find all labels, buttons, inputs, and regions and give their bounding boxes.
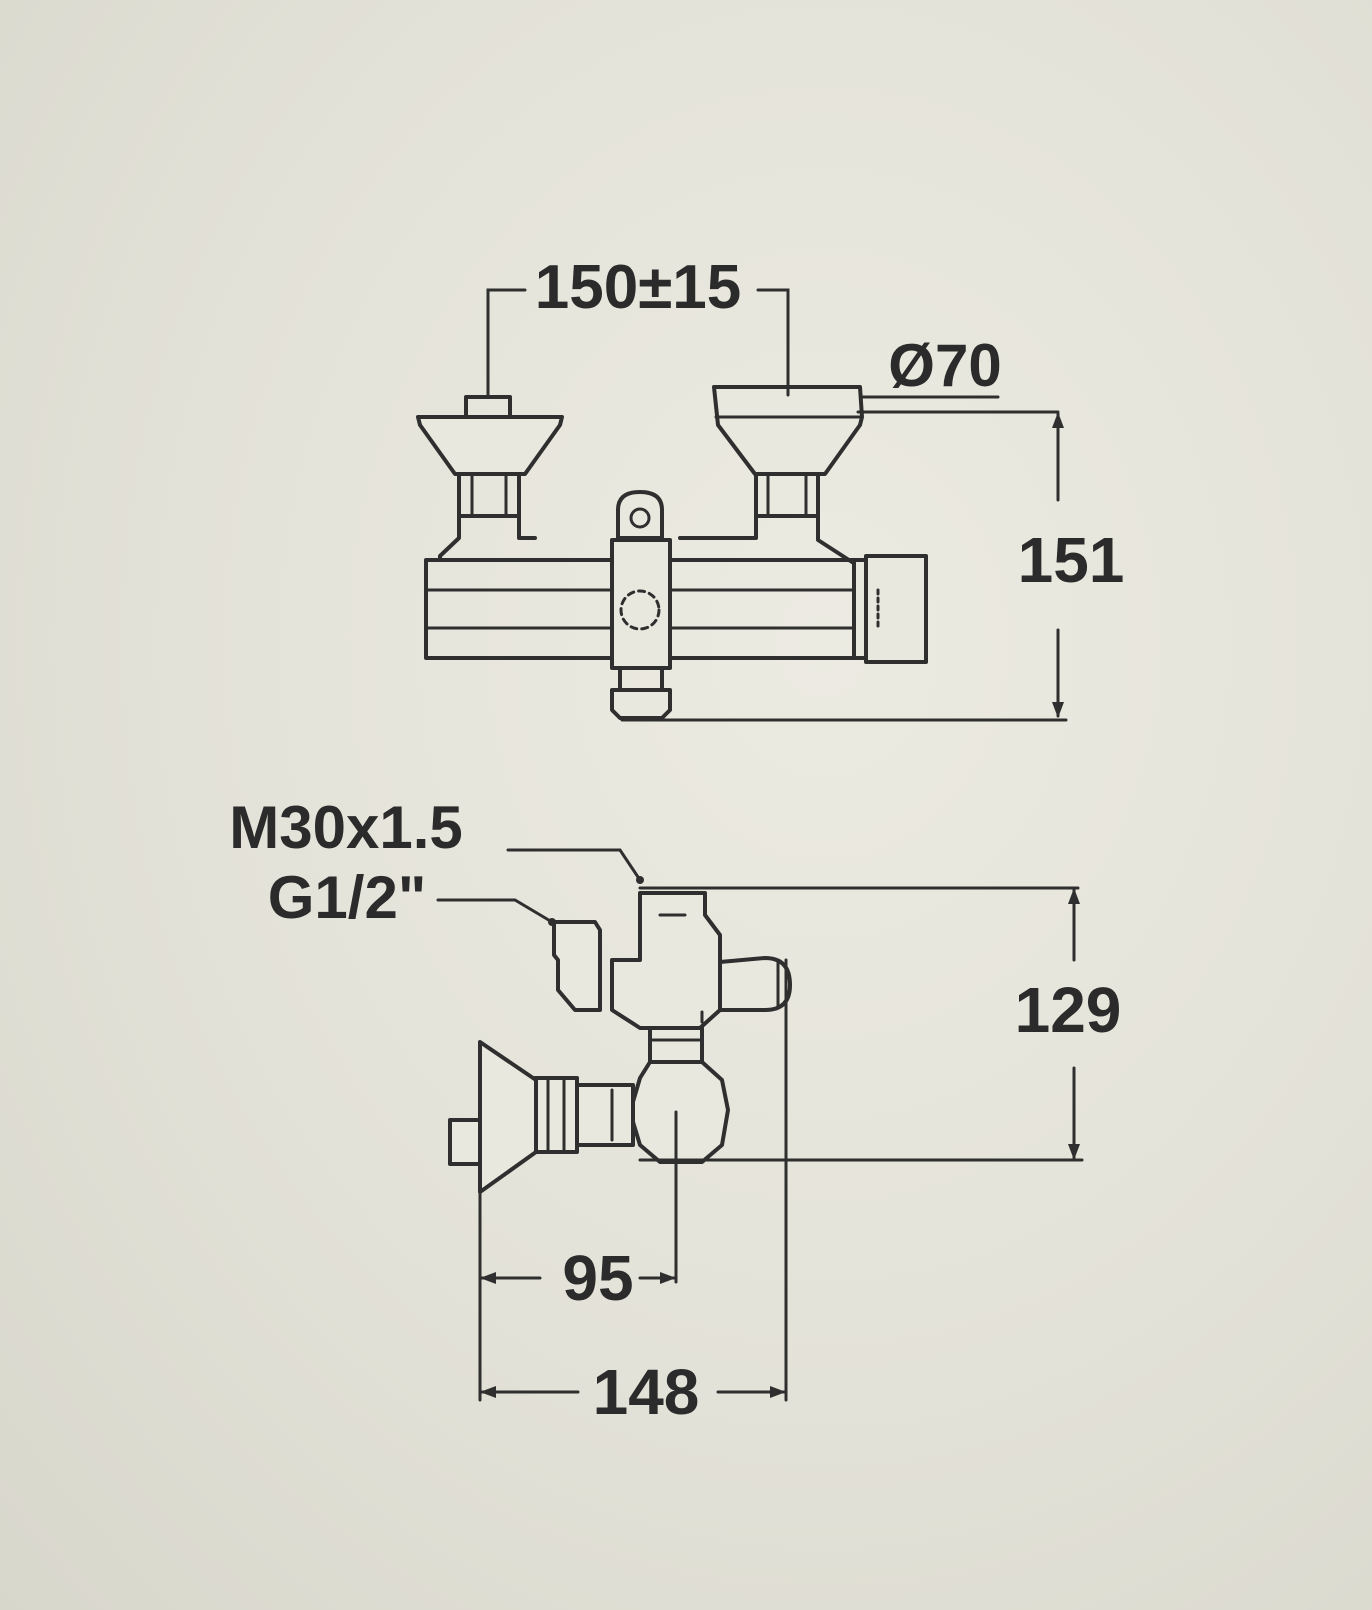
label-depth-to-outlet: 95 <box>562 1242 633 1314</box>
diverter-knob <box>616 490 664 540</box>
label-handle-diameter: Ø70 <box>888 332 1001 399</box>
dim-inlet-spacing <box>486 288 790 399</box>
dim-side-height <box>638 886 1084 1162</box>
side-view: M30x1.5 G1/2" <box>229 794 1121 1428</box>
leader-lines <box>436 848 644 926</box>
front-view: 150±15 Ø70 151 <box>416 253 1125 722</box>
label-overall-depth: 148 <box>593 1356 700 1428</box>
label-inlet-spacing: 150±15 <box>535 253 741 322</box>
label-thread-inlet: G1/2" <box>268 864 427 931</box>
side-upper-body <box>552 891 792 1066</box>
label-thread-outlet: M30x1.5 <box>229 794 463 861</box>
dim-handle-diameter <box>856 395 1060 414</box>
label-side-height: 129 <box>1015 974 1122 1046</box>
side-lower-body <box>448 1040 730 1194</box>
label-overall-height: 151 <box>1018 524 1125 596</box>
valve-body <box>424 538 928 720</box>
right-handle <box>678 385 864 564</box>
dim-overall-height <box>620 412 1068 722</box>
left-handle <box>416 395 564 562</box>
dim-depth <box>478 958 788 1402</box>
